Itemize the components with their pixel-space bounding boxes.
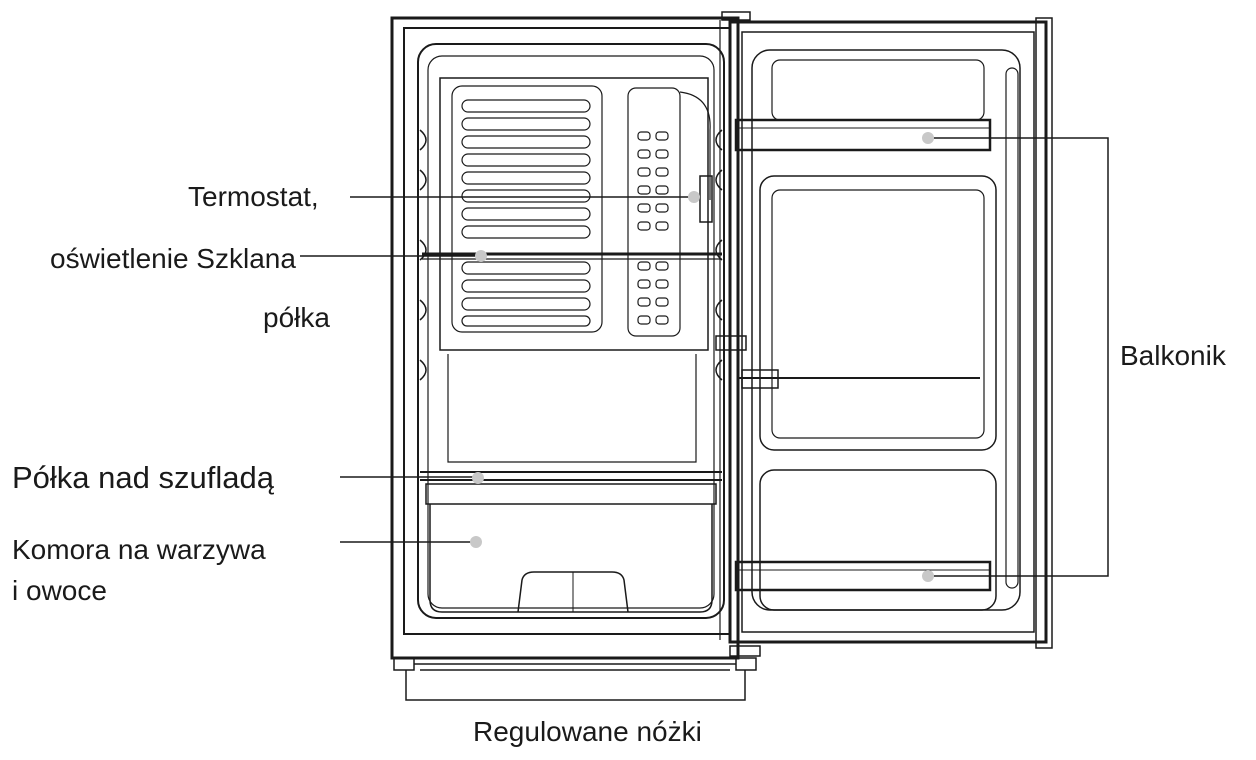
label-komora-line1: Komora na warzywa — [12, 536, 266, 564]
label-balkonik: Balkonik — [1120, 342, 1226, 370]
fridge-door — [716, 18, 1052, 656]
evaporator-plate — [440, 78, 712, 350]
marker-balkonik-bottom — [922, 570, 934, 582]
label-oswietlenie-szklana: oświetlenie Szklana — [50, 245, 296, 273]
marker-balkonik-top — [922, 132, 934, 144]
label-komora-line2: i owoce — [12, 577, 107, 605]
bracket-balkonik — [930, 138, 1108, 576]
drawer-shelf — [420, 472, 722, 480]
evaporator-channels — [462, 100, 668, 326]
label-regulowane-nozki: Regulowane nóżki — [473, 718, 702, 746]
label-polka-nad-szuflada: Półka nad szufladą — [12, 462, 274, 493]
marker-termostat — [688, 191, 700, 203]
fridge-cabinet — [392, 12, 750, 658]
crisper-drawer — [426, 484, 716, 612]
lower-compartment — [448, 354, 696, 462]
marker-szklana-polka — [475, 250, 487, 262]
bracket-nozki — [406, 670, 745, 700]
marker-komora — [470, 536, 482, 548]
label-termostat: Termostat, — [188, 183, 319, 211]
base-and-feet — [394, 658, 756, 670]
marker-polka-nad-szuflada — [472, 472, 484, 484]
label-polka: półka — [263, 304, 330, 332]
